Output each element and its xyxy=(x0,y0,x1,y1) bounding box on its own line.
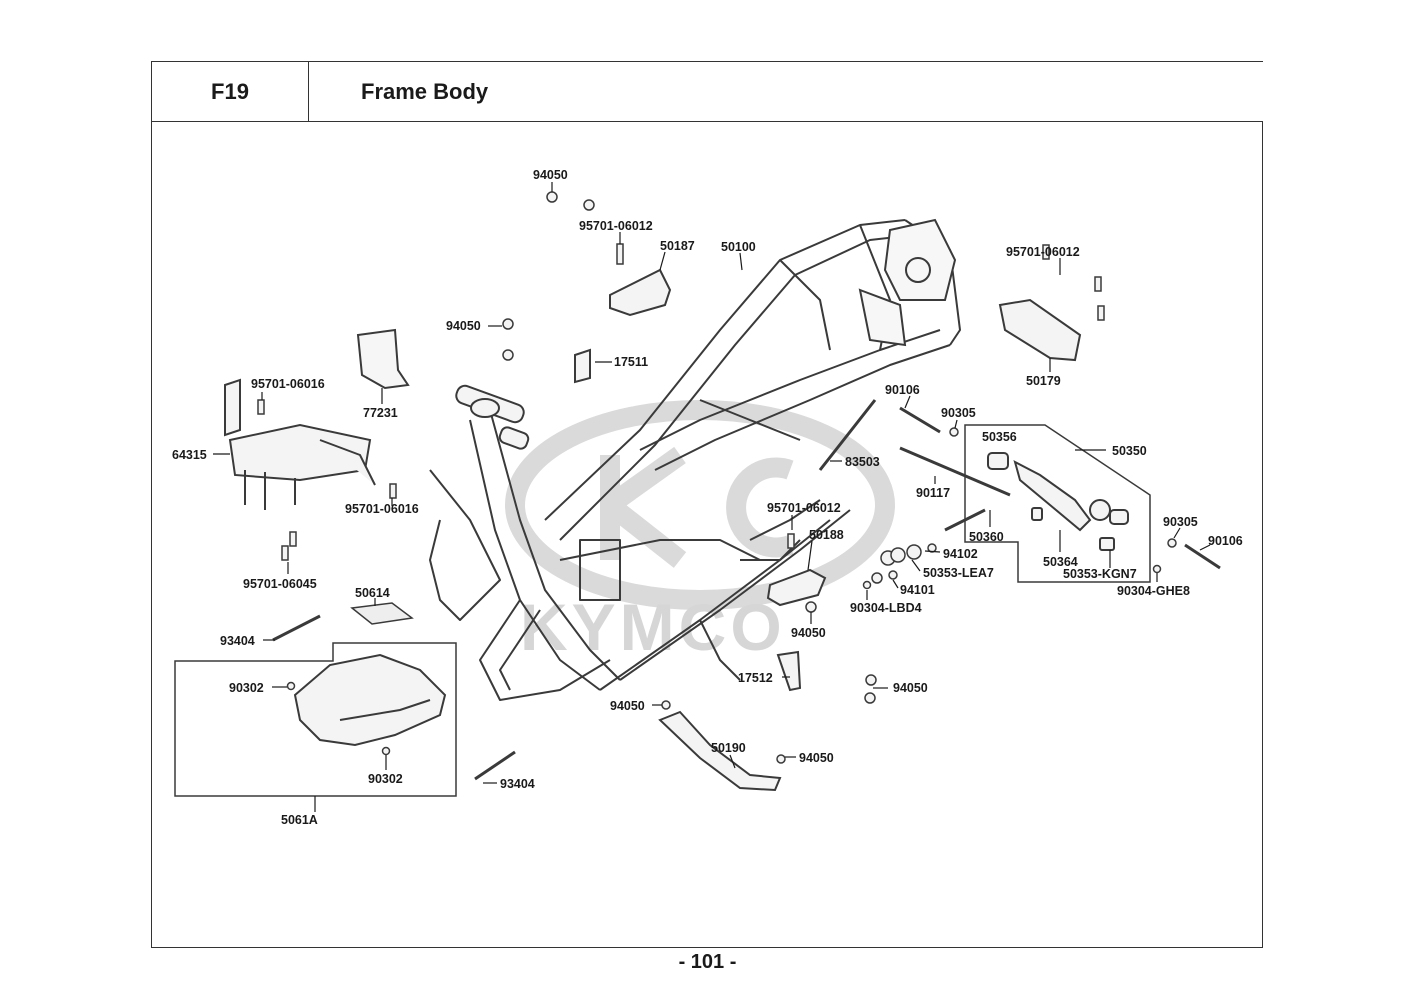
callout-50360: 50360 xyxy=(969,530,1004,544)
callout-labels: 94050 95701-06012 50187 50100 95701-0601… xyxy=(172,168,1243,827)
long-bolts xyxy=(818,399,1221,570)
callout-94050: 94050 xyxy=(893,681,928,695)
callout-90305: 90305 xyxy=(1163,515,1198,529)
callout-90304-lbd4: 90304-LBD4 xyxy=(850,601,922,615)
part-50614-plate xyxy=(350,602,414,625)
page-number: - 101 - xyxy=(678,951,737,973)
callout-50614: 50614 xyxy=(355,586,390,600)
callout-50190: 50190 xyxy=(711,741,746,755)
callout-95701-06012: 95701-06012 xyxy=(579,219,653,233)
callout-90117: 90117 xyxy=(916,486,950,500)
part-50187-bracket xyxy=(609,268,672,317)
callout-90106: 90106 xyxy=(885,383,920,397)
callout-50188: 50188 xyxy=(809,528,844,542)
diagram-frame xyxy=(151,121,1263,948)
callout-90106: 90106 xyxy=(1208,534,1243,548)
callout-50353-kgn7: 50353-KGN7 xyxy=(1063,567,1137,581)
callout-95701-06045: 95701-06045 xyxy=(243,577,317,591)
steering-head xyxy=(455,384,530,450)
callout-50187: 50187 xyxy=(660,239,695,253)
callout-90302: 90302 xyxy=(368,772,403,786)
fasteners xyxy=(257,191,1105,781)
callout-77231: 77231 xyxy=(363,406,398,420)
main-frame xyxy=(429,219,961,701)
callout-83503: 83503 xyxy=(845,455,880,469)
callout-50100: 50100 xyxy=(721,240,756,254)
callout-90302: 90302 xyxy=(229,681,264,695)
rear-tower xyxy=(858,218,957,347)
callout-94050: 94050 xyxy=(799,751,834,765)
callout-64315: 64315 xyxy=(172,448,207,462)
callout-50353-lea7: 50353-LEA7 xyxy=(923,566,994,580)
part-50350-link-set xyxy=(987,452,1129,551)
leader-lines xyxy=(213,182,1211,812)
callout-50356: 50356 xyxy=(982,430,1017,444)
callout-93404: 93404 xyxy=(220,634,255,648)
part-17511-bracket xyxy=(574,348,591,384)
part-77231-plate xyxy=(356,328,410,390)
callout-17512: 17512 xyxy=(738,671,773,685)
callout-95701-06012: 95701-06012 xyxy=(1006,245,1080,259)
callout-94102: 94102 xyxy=(943,547,978,561)
callout-94050: 94050 xyxy=(610,699,645,713)
callout-50179: 50179 xyxy=(1026,374,1061,388)
fender-group-box xyxy=(174,642,457,797)
callout-50364: 50364 xyxy=(1043,555,1078,569)
part-64315-bracket xyxy=(224,378,376,510)
callout-94050: 94050 xyxy=(446,319,481,333)
part-50188-bracket xyxy=(766,568,827,607)
part-5061a-inner-fender xyxy=(293,653,447,747)
callout-17511: 17511 xyxy=(614,355,648,369)
callout-94101: 94101 xyxy=(900,583,935,597)
callout-90305: 90305 xyxy=(941,406,976,420)
callout-94050: 94050 xyxy=(533,168,568,182)
part-17512-bracket xyxy=(776,650,802,692)
part-50190-stay xyxy=(658,710,782,792)
callout-5061a: 5061A xyxy=(281,813,318,827)
section-title: Frame Body xyxy=(308,61,1263,122)
bushings-washers xyxy=(862,538,1177,590)
callout-50350: 50350 xyxy=(1112,444,1147,458)
callout-94050: 94050 xyxy=(791,626,826,640)
watermark-text: KYMCO xyxy=(520,590,786,664)
part-50179-guard xyxy=(998,298,1082,362)
callout-90304-ghe8: 90304-GHE8 xyxy=(1117,584,1190,598)
callout-95701-06016: 95701-06016 xyxy=(251,377,325,391)
link-set-group-box xyxy=(964,424,1151,583)
callout-95701-06012: 95701-06012 xyxy=(767,501,841,515)
callout-95701-06016: 95701-06016 xyxy=(345,502,419,516)
callout-93404: 93404 xyxy=(500,777,535,791)
